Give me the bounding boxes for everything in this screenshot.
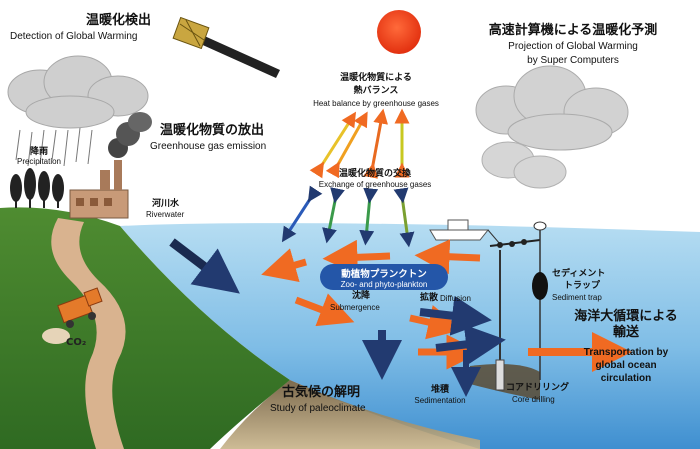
rain-icon — [15, 127, 93, 167]
core-drilling-label-jp: コアドリリング — [506, 383, 570, 393]
circulation-label-jp-1: 海洋大循環による — [574, 309, 678, 324]
emission-label-en: Greenhouse gas emission — [150, 141, 267, 152]
paleoclimate-label-jp: 古気候の解明 — [282, 385, 361, 400]
truck-icon — [42, 287, 103, 344]
sedimentation-label-en: Sedimentation — [414, 396, 466, 405]
subsidence-label-en: Submergence — [330, 303, 380, 312]
core-drilling-label-en: Core drilling — [512, 395, 555, 404]
cloud-left-icon — [7, 55, 149, 129]
river-label-en: Riverwater — [146, 210, 185, 219]
sedimentation-label-jp: 堆積 — [430, 385, 449, 395]
river-label-jp: 河川水 — [152, 199, 180, 209]
diffusion-label-en: Diffusion — [440, 294, 471, 303]
projection-label-jp: 高速計算機による温暖化予測 — [488, 23, 658, 38]
sediment-trap-label-jp-1: セディメント — [552, 269, 606, 279]
exchange-label-jp: 温暖化物質の交換 — [338, 169, 411, 179]
cloud-right-icon — [475, 65, 629, 151]
heat-balance-arrows — [309, 108, 410, 179]
factory-icon — [69, 112, 152, 219]
projection-label-en-2: by Super Computers — [527, 55, 619, 66]
seabed — [220, 380, 480, 449]
transport-label-en-2: global ocean — [595, 360, 657, 371]
deep-current-arrows — [362, 295, 506, 380]
exchange-label-en: Exchange of greenhouse gases — [318, 180, 432, 189]
ship-icon — [429, 219, 501, 245]
paleoclimate-label-en: Study of paleoclimate — [270, 403, 366, 414]
plankton-label-en: Zoo- and phyto-plankton — [340, 280, 428, 289]
plankton-badge: 動植物プランクトン Zoo- and phyto-plankton — [320, 264, 448, 290]
subsidence-label-jp: 沈降 — [352, 291, 371, 301]
heat-balance-label-en: Heat balance by greenhouse gases — [313, 99, 439, 108]
heat-balance-label-jp-1: 温暖化物質による — [340, 73, 412, 83]
transport-label-en-1: Transportation by — [583, 347, 669, 358]
river-flow-arrow — [169, 238, 240, 294]
precipitation-label-en: Precipitation — [16, 157, 62, 166]
heat-balance-label-jp-2: 熱バランス — [353, 86, 399, 96]
sediment-trap-label-jp-2: トラップ — [564, 281, 601, 291]
surface-current-arrows — [261, 239, 482, 370]
circulation-label-jp-2: 輸送 — [612, 325, 639, 340]
sediment-trap-label-en: Sediment trap — [552, 293, 602, 302]
sun-icon — [377, 10, 421, 54]
projection-label-en-1: Projection of Global Warming — [508, 41, 638, 52]
road — [51, 218, 126, 449]
transport-label-en-3: circulation — [600, 373, 652, 384]
co2-label: CO₂ — [66, 337, 87, 348]
detection-label-en: Detection of Global Warming — [10, 31, 138, 42]
satellite-icon — [172, 16, 280, 78]
gas-exchange-arrows — [281, 185, 415, 248]
detection-label-jp: 温暖化検出 — [86, 13, 152, 28]
emission-label-jp: 温暖化物質の放出 — [160, 123, 265, 138]
precipitation-label-jp: 降雨 — [29, 147, 48, 157]
diffusion-label-jp: 拡散 — [420, 293, 439, 303]
trees-icon — [10, 168, 64, 208]
plankton-label-jp: 動植物プランクトン — [341, 269, 427, 280]
cloud-small-icon — [481, 141, 567, 189]
